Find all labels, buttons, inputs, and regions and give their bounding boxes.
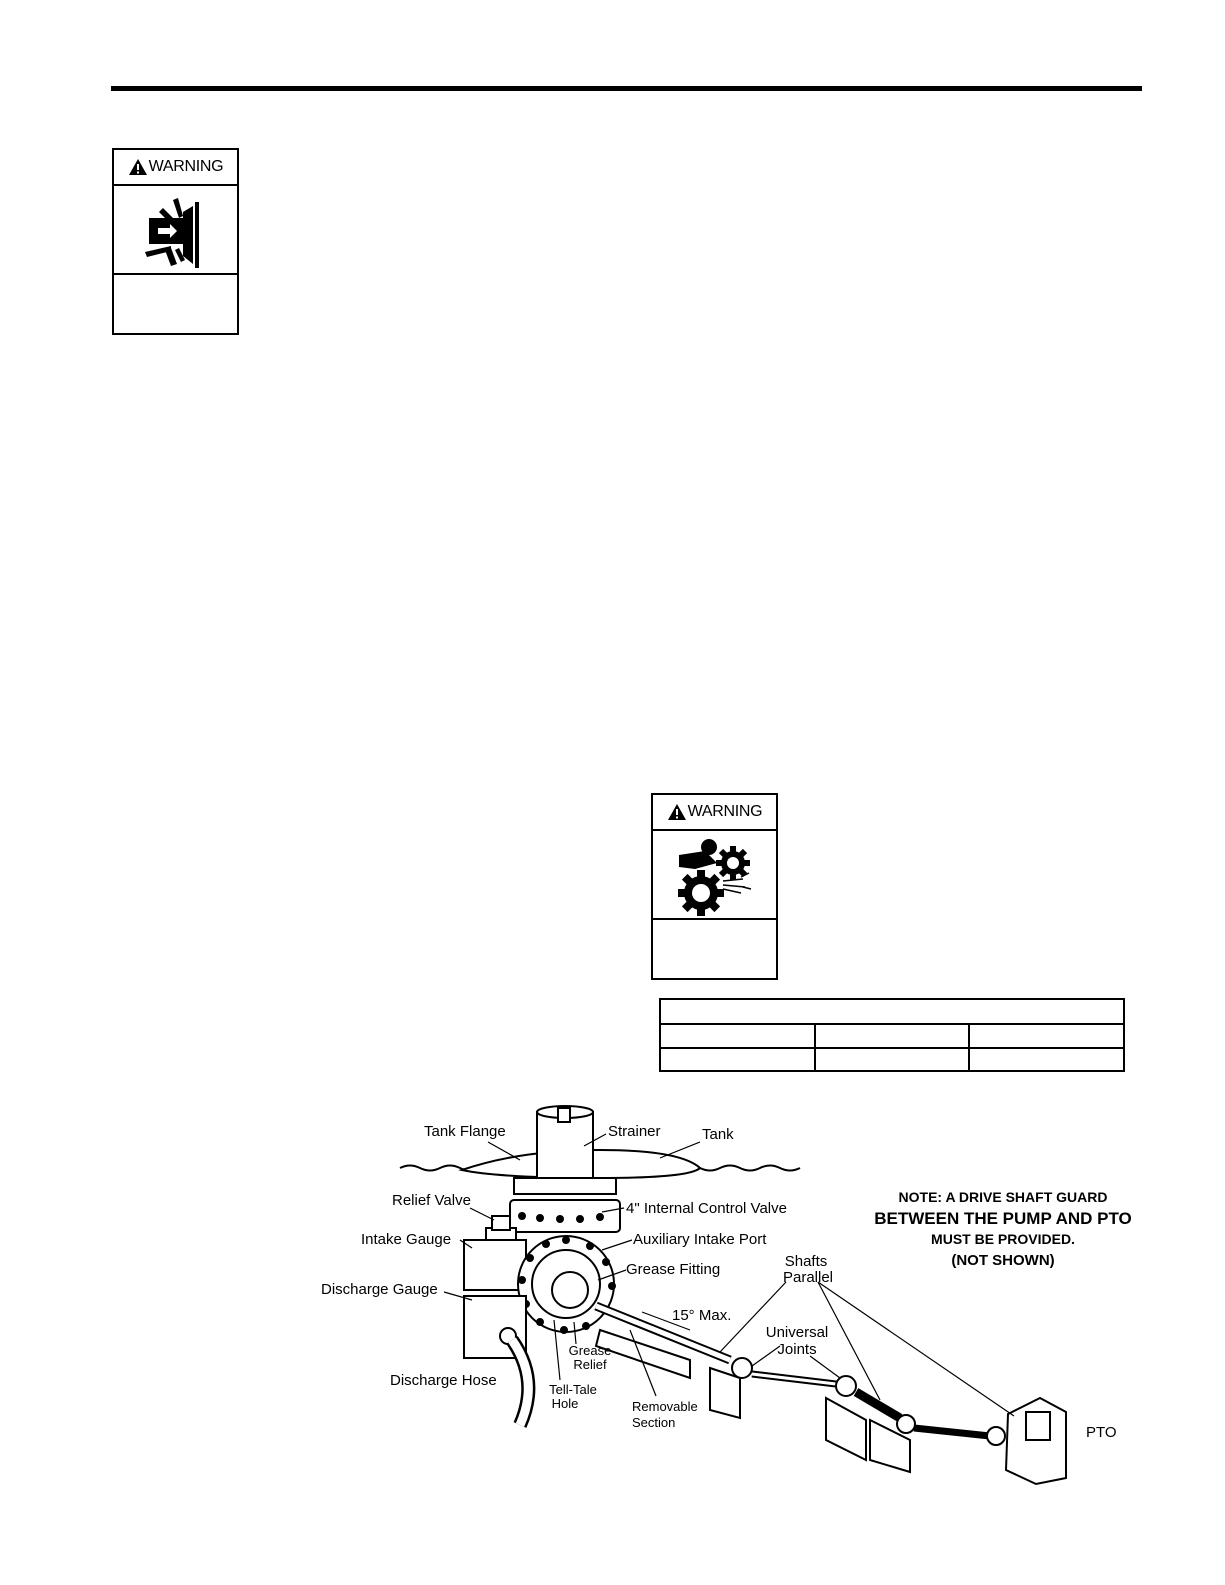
header-rule [111,86,1142,91]
warning-header: WARNING [653,795,776,831]
table-cell [813,1046,971,1073]
label-internal-control-valve: 4" Internal Control Valve [626,1200,787,1217]
warning-label-pressure: WARNING [112,148,239,335]
label-intake-gauge: Intake Gauge [361,1231,452,1248]
warning-header-text: WARNING [687,803,763,820]
note-line-3: MUST BE PROVIDED. [931,1231,1075,1247]
label-auxiliary-intake-port: Auxiliary Intake Port [633,1231,767,1248]
label-tank: Tank [702,1126,734,1143]
drive-shaft-4 [913,1424,991,1440]
label-strainer: Strainer [608,1123,661,1140]
label-removable: Removable [632,1399,698,1414]
label-relief-valve: Relief Valve [392,1192,471,1209]
label-tell-tale: Tell-Tale [549,1382,597,1397]
table-cell [659,1023,816,1049]
pressure-burst-icon [144,197,199,268]
warning-header: WARNING [114,150,237,186]
universal-joint-3 [896,1414,916,1434]
label-universal: Universal [765,1324,829,1341]
drive-shaft-guard-note: NOTE: A DRIVE SHAFT GUARD BETWEEN THE PU… [858,1187,1148,1271]
warning-pictogram [114,186,237,275]
label-max-angle: 15° Max. [672,1307,732,1324]
frame-rail-2 [825,1396,867,1462]
label-parallel: Parallel [782,1269,834,1286]
note-line-4: (NOT SHOWN) [951,1252,1055,1269]
table-cell [659,1046,816,1073]
label-grease-fitting: Grease Fitting [626,1261,721,1278]
label-discharge-gauge: Discharge Gauge [321,1281,438,1298]
alert-triangle-icon [667,804,686,820]
table-cell [813,1023,971,1049]
label-shafts: Shafts [784,1253,828,1270]
drive-shaft-3 [853,1388,903,1422]
specification-table [659,997,1125,1073]
table-cell [968,1046,1125,1073]
label-pto: PTO [1086,1424,1117,1441]
universal-joint-4 [986,1426,1006,1446]
label-tank-flange: Tank Flange [424,1123,506,1140]
intake-gauge [463,1239,527,1291]
alert-triangle-icon [128,159,147,175]
warning-label-rotating-parts: WARNING [651,793,778,980]
note-line-1: NOTE: A DRIVE SHAFT GUARD [898,1189,1108,1205]
frame-rail-1 [594,1328,691,1380]
rotating-gears-hand-icon [677,838,751,916]
warning-pictogram [653,831,776,920]
warning-header-text: WARNING [148,158,224,175]
table-header-cell [659,997,1125,1026]
valve-flange-upper [513,1177,617,1195]
label-discharge-hose: Discharge Hose [390,1372,497,1389]
label-section: Section [632,1415,676,1430]
universal-joint-1 [731,1357,753,1379]
universal-joint-2 [835,1375,857,1397]
label-hole: Hole [551,1396,579,1411]
table-cell [968,1023,1125,1049]
label-joints: Joints [777,1341,817,1358]
label-grease: Grease [568,1343,612,1358]
note-line-2: BETWEEN THE PUMP AND PTO [874,1209,1132,1228]
label-relief: Relief [573,1357,607,1372]
